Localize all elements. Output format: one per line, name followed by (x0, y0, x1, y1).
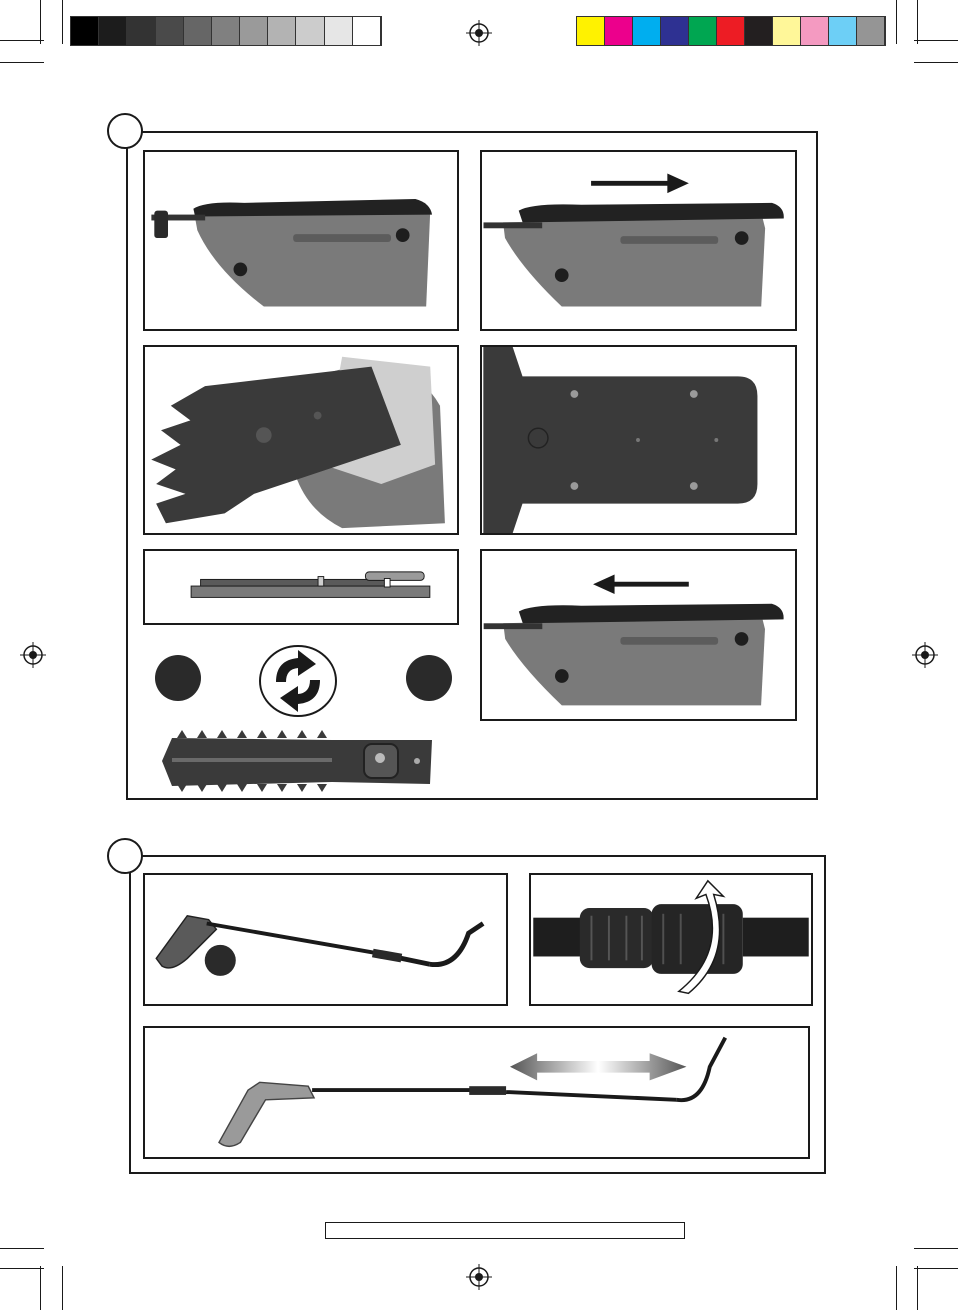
calibration-swatch (801, 17, 829, 45)
crop-mark (896, 1266, 897, 1310)
calibration-swatch (857, 17, 885, 45)
hedge-blade-illustration (152, 728, 434, 794)
blade-plate-illustration (482, 347, 795, 533)
color-calibration-bar (576, 16, 886, 46)
indicator-dot-right (406, 655, 452, 701)
arrow-right-icon (667, 174, 689, 194)
crop-mark (40, 1266, 41, 1310)
footer-box (325, 1222, 685, 1239)
calibration-swatch (353, 17, 381, 45)
extended-pole-panel (143, 1026, 810, 1159)
figure-1-step-circle (107, 113, 143, 149)
crop-mark (896, 0, 897, 44)
crop-mark (0, 1248, 44, 1249)
calibration-swatch (325, 17, 353, 45)
figure-2-step-circle (107, 838, 143, 874)
extension-pole-illustration (145, 875, 506, 1004)
blade-slide-left-panel (480, 549, 797, 721)
calibration-swatch (212, 17, 240, 45)
calibration-swatch (184, 17, 212, 45)
calibration-swatch (71, 17, 99, 45)
calibration-swatch (633, 17, 661, 45)
grayscale-calibration-bar (70, 16, 382, 46)
crop-mark (0, 62, 44, 63)
blade-slide-right-panel (480, 150, 797, 331)
shear-body-illustration (145, 152, 457, 329)
registration-target-icon (466, 20, 492, 46)
arrow-left-icon (593, 574, 614, 594)
crop-mark (914, 1268, 958, 1269)
crop-mark (62, 0, 63, 44)
shear-body-illustration (482, 551, 795, 719)
calibration-swatch (745, 17, 773, 45)
pole-twist-lock-panel (529, 873, 813, 1006)
crop-mark (62, 1266, 63, 1310)
calibration-swatch (829, 17, 857, 45)
slider-cross-section-illustration (145, 551, 457, 623)
blade-lift-off-panel (143, 345, 459, 535)
registration-target-icon (466, 1264, 492, 1290)
exchange-arrows-icon (258, 644, 338, 718)
calibration-swatch (577, 17, 605, 45)
calibration-swatch (296, 17, 324, 45)
calibration-swatch (717, 17, 745, 45)
calibration-swatch (127, 17, 155, 45)
extended-pole-illustration (145, 1028, 808, 1157)
calibration-swatch (240, 17, 268, 45)
indicator-dot (205, 945, 236, 976)
registration-target-icon (912, 642, 938, 668)
blade-plate-panel (480, 345, 797, 535)
calibration-swatch (689, 17, 717, 45)
crop-mark (914, 62, 958, 63)
registration-target-icon (20, 642, 46, 668)
crop-mark (40, 0, 41, 44)
crop-mark (0, 1268, 44, 1269)
crop-mark (917, 1266, 918, 1310)
calibration-swatch (661, 17, 689, 45)
calibration-swatch (156, 17, 184, 45)
calibration-swatch (99, 17, 127, 45)
twist-lock-illustration (531, 875, 811, 1004)
crop-mark (917, 0, 918, 44)
shear-body-illustration (482, 152, 795, 329)
blade-removal-illustration (145, 347, 457, 533)
blade-lock-closed-panel (143, 150, 459, 331)
blade-slider-detail-panel (143, 549, 459, 625)
calibration-swatch (605, 17, 633, 45)
extension-pole-panel (143, 873, 508, 1006)
calibration-swatch (268, 17, 296, 45)
crop-mark (914, 1248, 958, 1249)
crop-mark (0, 40, 44, 41)
crop-mark (914, 40, 958, 41)
calibration-swatch (773, 17, 801, 45)
double-arrow-icon (510, 1053, 687, 1080)
indicator-dot-left (155, 655, 201, 701)
